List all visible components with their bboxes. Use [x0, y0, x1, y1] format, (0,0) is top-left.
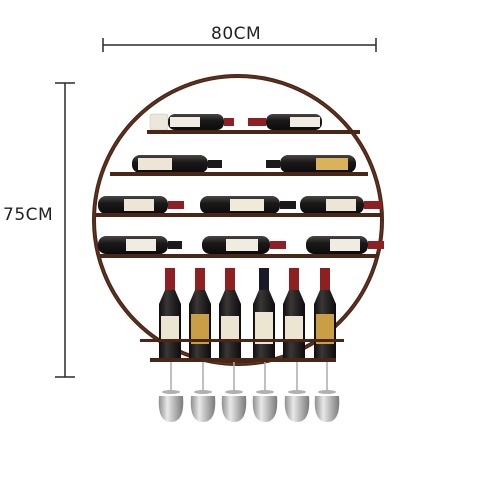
wine-bottle: [248, 114, 322, 130]
wine-glass: [158, 362, 184, 422]
wine-bottle: [266, 155, 356, 173]
width-dimension-label: 80CM: [211, 24, 262, 44]
wine-bottle-upright: [314, 268, 336, 358]
wine-glass: [314, 362, 340, 422]
wine-bottle-upright: [189, 268, 211, 358]
hanging-glasses: [158, 362, 340, 422]
wine-bottle: [306, 236, 384, 254]
wine-bottle: [202, 236, 286, 254]
wine-bottle: [98, 236, 182, 254]
wine-glass: [190, 362, 216, 422]
bottle-row-4: [98, 236, 384, 254]
wine-glass: [221, 362, 247, 422]
wine-glass: [284, 362, 310, 422]
bottle-row-3: [98, 196, 382, 214]
bottle-row-1: [149, 113, 322, 131]
wine-bottle: [98, 196, 184, 214]
height-dimension-label: 75CM: [3, 205, 54, 225]
wine-bottle-upright: [219, 268, 241, 358]
bottle-row-2: [132, 155, 356, 173]
wine-bottle: [132, 155, 222, 173]
wine-glass: [252, 362, 278, 422]
wine-bottle: [200, 196, 296, 214]
wine-bottle-upright: [253, 268, 275, 358]
wine-bottle: [300, 196, 382, 214]
height-dimension: [55, 82, 75, 378]
width-dimension: [102, 38, 377, 52]
wine-bottle-upright: [159, 268, 181, 358]
wine-bottle-upright: [283, 268, 305, 358]
wine-bottle: [149, 113, 234, 131]
